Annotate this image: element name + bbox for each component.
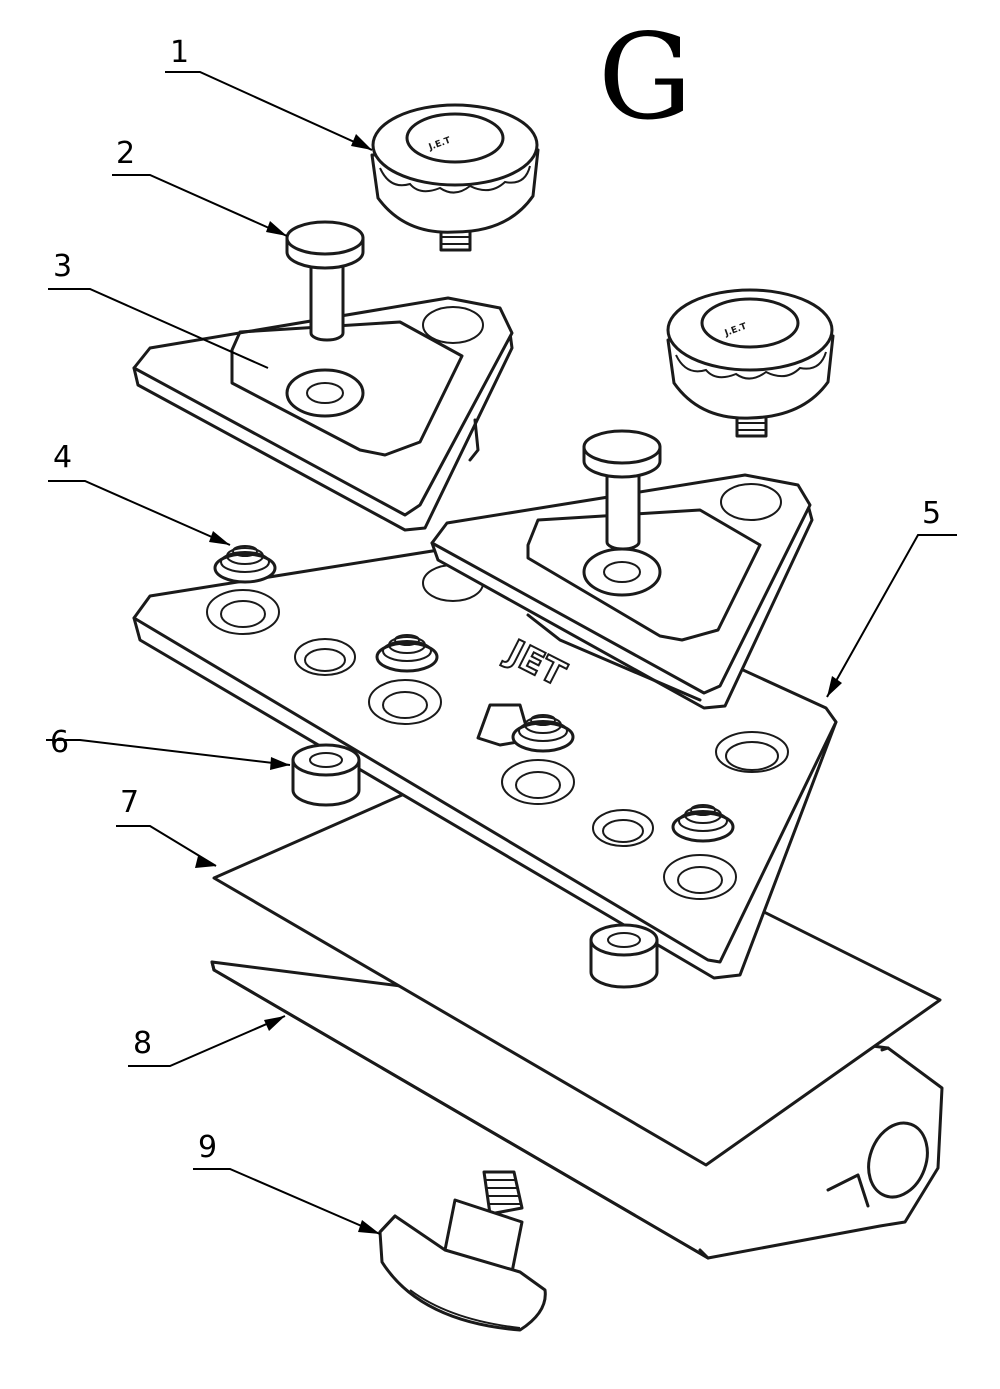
part-3-clamp-plate-left — [132, 296, 514, 532]
callout-7: 7 — [116, 785, 217, 868]
callout-8: 8 — [128, 1015, 286, 1067]
spring-icon — [671, 804, 735, 843]
callout-1: 1 — [165, 35, 373, 151]
spring-icon — [375, 634, 439, 673]
svg-text:8: 8 — [133, 1026, 152, 1061]
part-7-sheet — [212, 763, 942, 1167]
spring-icon — [511, 714, 575, 753]
part-2-pivot-pin-right — [582, 429, 662, 551]
callout-9: 9 — [193, 1130, 381, 1235]
svg-text:5: 5 — [922, 496, 941, 531]
svg-text:3: 3 — [53, 249, 72, 284]
svg-text:7: 7 — [120, 785, 139, 820]
callout-2: 2 — [112, 136, 288, 237]
part-6-standoffs — [291, 743, 659, 989]
svg-text:1: 1 — [170, 35, 189, 70]
callout-6: 6 — [46, 725, 291, 770]
spring-icon — [213, 545, 277, 584]
figure-letter: G — [598, 8, 692, 146]
standoff-icon — [291, 743, 361, 807]
part-1-knob-top: J.E.T — [370, 103, 540, 252]
svg-text:4: 4 — [53, 440, 72, 475]
callout-5: 5 — [826, 496, 957, 698]
svg-text:6: 6 — [50, 725, 69, 760]
standoff-icon — [589, 923, 659, 989]
callout-3: 3 — [48, 249, 269, 369]
part-4-springs — [213, 545, 735, 843]
svg-text:2: 2 — [116, 136, 135, 171]
part-2-pivot-pin-left — [285, 220, 365, 342]
svg-text:9: 9 — [198, 1130, 217, 1165]
part-3-clamp-plate-right — [430, 473, 814, 710]
callout-4: 4 — [48, 440, 231, 546]
part-1-knob-right: J.E.T — [666, 288, 835, 438]
part-9-thumb-screw — [378, 1170, 547, 1332]
